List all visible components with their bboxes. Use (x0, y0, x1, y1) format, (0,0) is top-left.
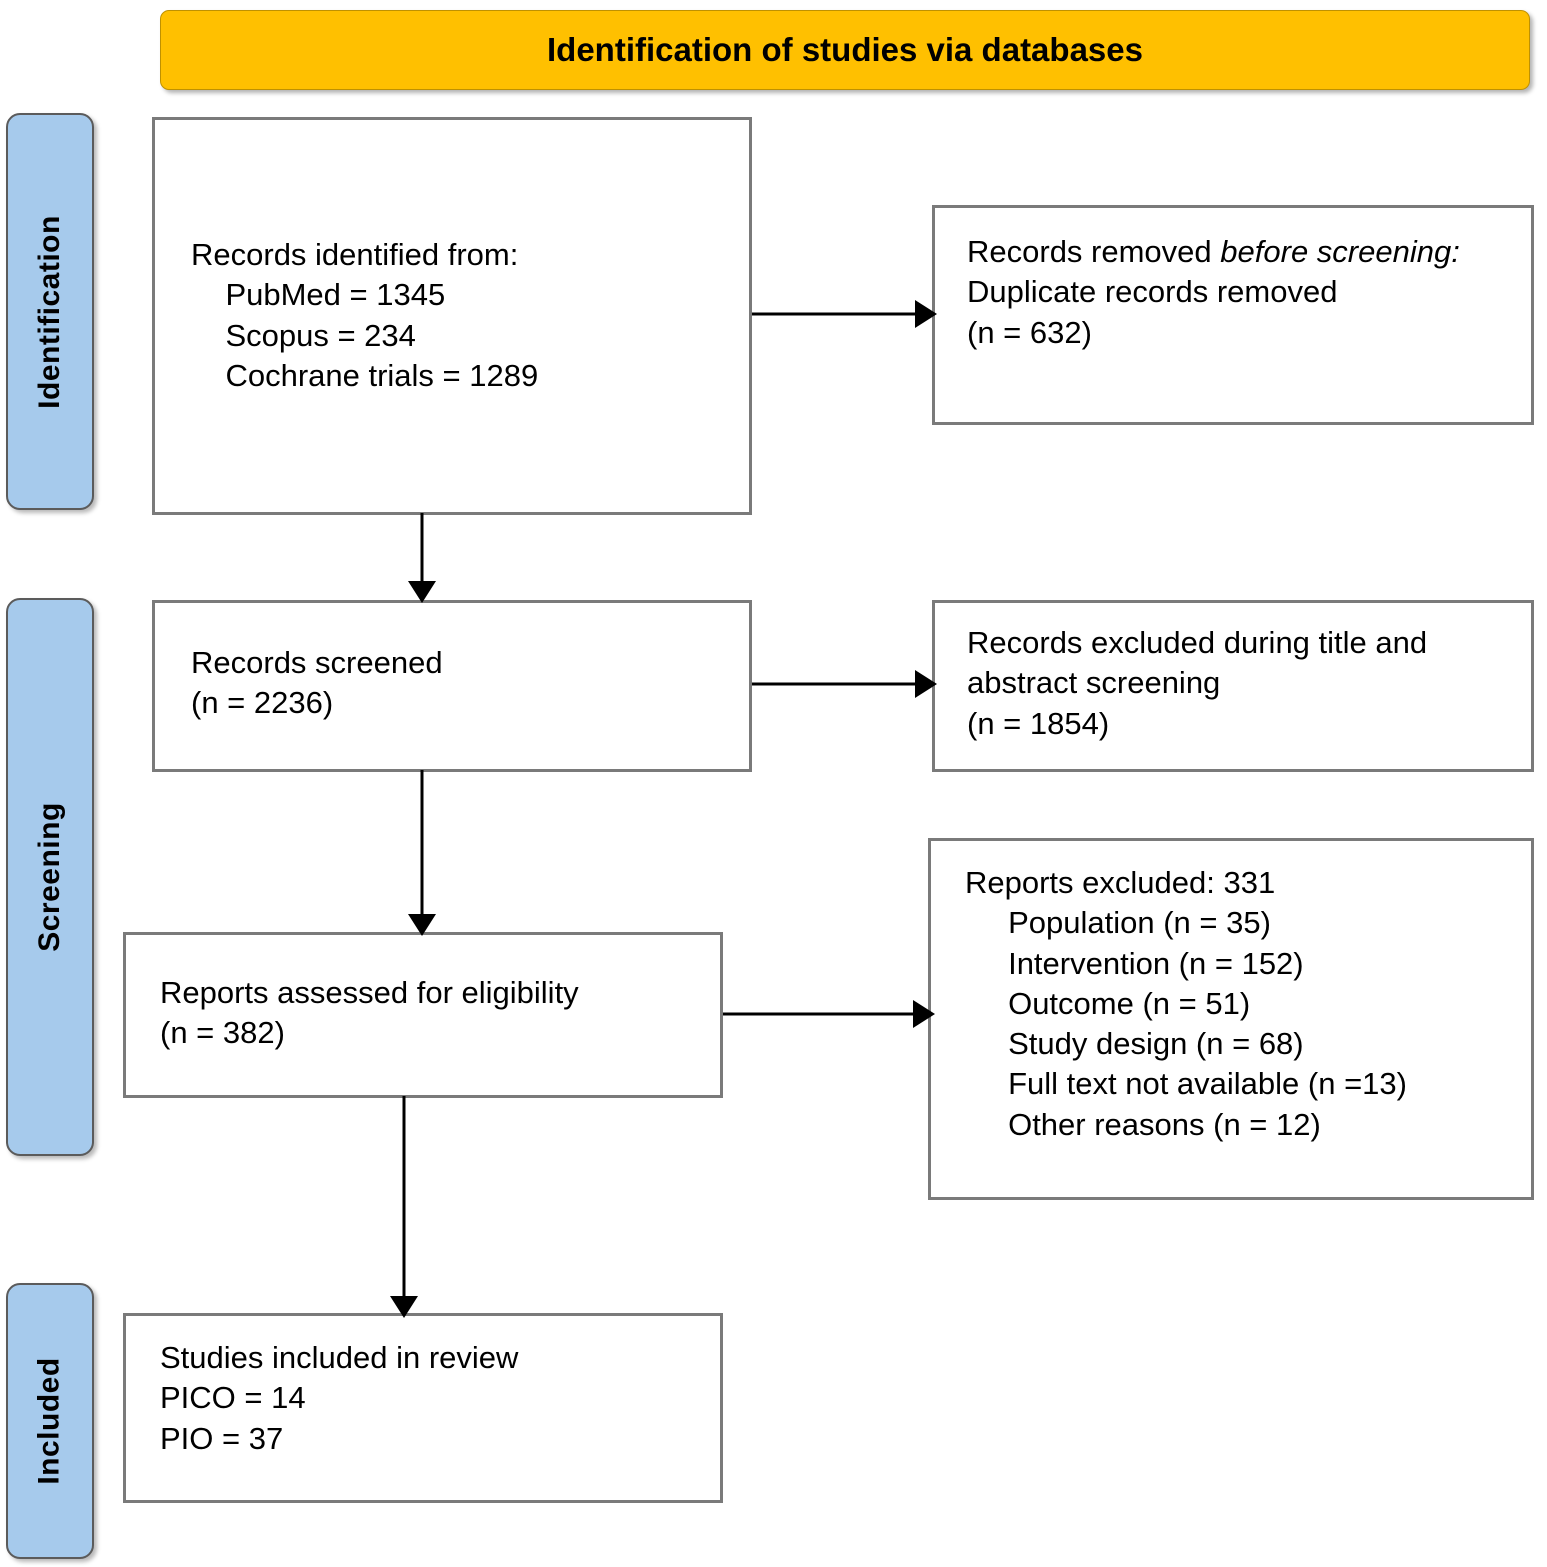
reports-excluded-study-design: Study design (n = 68) (965, 1026, 1304, 1062)
records-identified-scopus: Scopus = 234 (191, 317, 416, 353)
box-reports-excluded-text: Reports excluded: 331 Population (n = 35… (965, 863, 1407, 1145)
stage-bar-included: Included (6, 1283, 94, 1559)
box-reports-excluded: Reports excluded: 331 Population (n = 35… (928, 838, 1534, 1200)
box-records-screened: Records screened (n = 2236) (152, 600, 752, 772)
box-records-identified-text: Records identified from: PubMed = 1345 S… (191, 235, 538, 396)
records-screened-label: Records screened (191, 645, 443, 680)
records-identified-cochrane: Cochrane trials = 1289 (191, 357, 539, 393)
records-excluded-ta-line1: Records excluded during title and (967, 625, 1428, 660)
arrow-screened-to-excluded (752, 670, 937, 698)
box-studies-included: Studies included in review PICO = 14 PIO… (123, 1313, 723, 1503)
box-studies-included-text: Studies included in review PICO = 14 PIO… (160, 1338, 518, 1459)
records-removed-italic: before screening (1220, 234, 1452, 269)
records-identified-line1: Records identified from: (191, 237, 519, 272)
records-identified-pubmed: PubMed = 1345 (191, 277, 446, 313)
reports-eligibility-count: (n = 382) (160, 1015, 285, 1051)
records-removed-colon: : (1451, 234, 1460, 269)
records-removed-count: (n = 632) (967, 314, 1092, 350)
box-records-excluded-title-abstract: Records excluded during title and abstra… (932, 600, 1534, 772)
box-reports-assessed-eligibility: Reports assessed for eligibility (n = 38… (123, 932, 723, 1098)
reports-excluded-population: Population (n = 35) (965, 905, 1271, 941)
box-records-identified: Records identified from: PubMed = 1345 S… (152, 117, 752, 515)
stage-label-screening: Screening (33, 802, 66, 952)
arrow-screened-to-eligibility (408, 770, 436, 936)
reports-excluded-intervention: Intervention (n = 152) (965, 945, 1304, 981)
records-excluded-ta-count: (n = 1854) (967, 705, 1110, 741)
stage-label-identification: Identification (33, 214, 67, 409)
studies-included-label: Studies included in review (160, 1340, 519, 1375)
header-banner: Identification of studies via databases (160, 10, 1530, 90)
arrow-identified-to-removed (752, 300, 937, 328)
header-title: Identification of studies via databases (547, 31, 1143, 68)
reports-excluded-full-text: Full text not available (n =13) (965, 1066, 1407, 1102)
arrow-identified-to-screened (408, 513, 436, 603)
reports-excluded-other: Other reasons (n = 12) (965, 1106, 1321, 1142)
box-reports-assessed-eligibility-text: Reports assessed for eligibility (n = 38… (160, 973, 579, 1054)
box-records-screened-text: Records screened (n = 2236) (191, 643, 443, 724)
reports-excluded-total: Reports excluded: 331 (965, 865, 1276, 900)
records-excluded-ta-line2: abstract screening (967, 665, 1221, 701)
arrow-eligibility-to-reports-excluded (723, 1000, 935, 1028)
reports-excluded-outcome: Outcome (n = 51) (965, 985, 1251, 1021)
reports-eligibility-label: Reports assessed for eligibility (160, 975, 579, 1010)
records-removed-duplicate: Duplicate records removed (967, 274, 1338, 310)
arrow-eligibility-to-included (390, 1096, 418, 1318)
studies-included-pico: PICO = 14 (160, 1380, 306, 1416)
stage-bar-identification: Identification (6, 113, 94, 510)
records-removed-lead: Records removed (967, 234, 1221, 269)
stage-bar-screening: Screening (6, 598, 94, 1156)
studies-included-pio: PIO = 37 (160, 1420, 284, 1456)
stage-label-included: Included (33, 1357, 66, 1485)
box-records-removed-text: Records removed before screening: Duplic… (967, 232, 1460, 353)
box-records-excluded-title-abstract-text: Records excluded during title and abstra… (967, 623, 1427, 744)
box-records-removed: Records removed before screening: Duplic… (932, 205, 1534, 425)
records-screened-count: (n = 2236) (191, 685, 334, 721)
